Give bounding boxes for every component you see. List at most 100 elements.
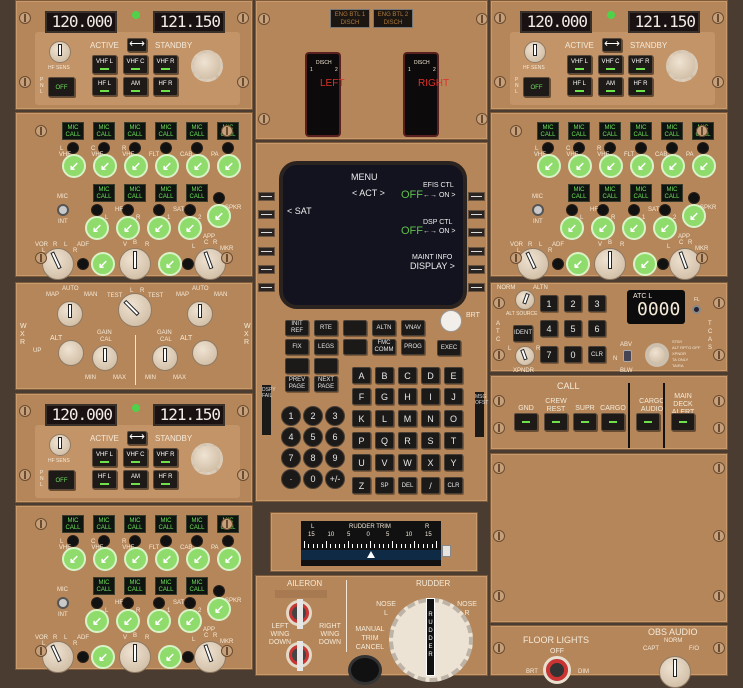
line-select-key-right[interactable] [468, 228, 485, 237]
jack-icon[interactable] [91, 204, 103, 216]
vor-adf-selector[interactable] [42, 641, 74, 673]
radar-mode-selector-left[interactable] [57, 301, 83, 327]
radio-select-button[interactable]: VHF C [123, 448, 148, 467]
cdu-function-key[interactable]: VNAV [401, 320, 425, 336]
radio-select-button[interactable]: VHF L [92, 448, 117, 467]
cdu-key[interactable]: X [421, 454, 440, 471]
approach-selector[interactable] [669, 248, 701, 280]
cdu-key[interactable]: U [352, 454, 371, 471]
line-select-key-right[interactable] [468, 192, 485, 201]
vhf-nav-selector[interactable] [119, 641, 151, 673]
jack-icon[interactable] [688, 192, 700, 204]
receiver-volume-knob[interactable]: ↙ [155, 547, 179, 571]
cdu-key[interactable]: G [375, 388, 394, 405]
radio-select-button[interactable]: AM [123, 470, 148, 489]
receiver-volume-knob[interactable]: ↙ [591, 216, 615, 240]
receiver-volume-knob[interactable]: ↙ [599, 154, 623, 178]
call-button[interactable] [573, 413, 597, 431]
radio-select-button[interactable]: VHF C [123, 55, 148, 74]
cdu-key[interactable]: D [421, 367, 440, 384]
receiver-volume-knob[interactable]: ↙ [178, 216, 202, 240]
jack-icon[interactable] [153, 204, 165, 216]
call-button[interactable] [601, 413, 625, 431]
jack-icon[interactable] [182, 258, 194, 270]
jack-icon[interactable] [129, 535, 141, 547]
cdu-key[interactable]: W [398, 454, 417, 471]
receiver-volume-knob[interactable]: ↙ [178, 609, 202, 633]
cdu-key[interactable]: K [352, 410, 371, 427]
jack-icon[interactable] [184, 597, 196, 609]
cdu-key[interactable]: R [398, 432, 417, 449]
receiver-volume-knob[interactable]: ↙ [217, 547, 241, 571]
line-select-key-left[interactable] [258, 210, 275, 219]
receiver-volume-knob[interactable]: ↙ [85, 609, 109, 633]
radio-select-button[interactable]: AM [598, 77, 623, 96]
cdu-key[interactable]: H [398, 388, 417, 405]
jack-icon[interactable] [67, 142, 79, 154]
vhf-nav-selector[interactable] [119, 248, 151, 280]
cdu-key[interactable]: L [375, 410, 394, 427]
radio-select-button[interactable]: HF L [92, 77, 117, 96]
jack-icon[interactable] [213, 192, 225, 204]
transfer-button[interactable]: ⟷ [127, 38, 147, 52]
cdu-function-key[interactable] [314, 358, 338, 374]
nav-volume-knob[interactable]: ↙ [158, 645, 182, 669]
panel-off-button[interactable]: OFF [48, 470, 75, 490]
line-select-key-left[interactable] [258, 228, 275, 237]
cdu-function-key[interactable]: INIT REF [285, 320, 309, 336]
cdu-key[interactable]: B [375, 367, 394, 384]
receiver-volume-knob[interactable]: ↙ [62, 154, 86, 178]
receiver-volume-knob[interactable]: ↙ [661, 154, 685, 178]
jack-icon[interactable] [153, 597, 165, 609]
line-select-key-left[interactable] [258, 192, 275, 201]
line-select-key-left[interactable] [258, 265, 275, 274]
receiver-volume-knob[interactable]: ↙ [186, 547, 210, 571]
cdu-number-key[interactable]: 5 [303, 427, 323, 447]
radar-test-selector[interactable] [118, 293, 152, 327]
transponder-key[interactable]: 1 [540, 295, 558, 312]
altitude-range-switch[interactable] [623, 350, 632, 362]
receiver-volume-knob[interactable]: ↙ [93, 154, 117, 178]
line-select-key-left[interactable] [258, 283, 275, 292]
call-button[interactable] [671, 413, 695, 431]
cdu-function-key[interactable]: FIX [285, 339, 309, 355]
cdu-number-key[interactable]: 0 [303, 469, 323, 489]
vhf-nav-selector[interactable] [594, 248, 626, 280]
jack-icon[interactable] [222, 535, 234, 547]
jack-icon[interactable] [67, 535, 79, 547]
cdu-key[interactable]: DEL [398, 477, 417, 494]
receiver-volume-knob[interactable]: ↙ [147, 609, 171, 633]
receiver-volume-knob[interactable]: ↙ [116, 216, 140, 240]
cdu-function-key[interactable]: FMC COMM [372, 339, 396, 355]
cdu-function-key[interactable]: PREV PAGE [285, 376, 309, 392]
jack-icon[interactable] [122, 597, 134, 609]
manual-trim-cancel-button[interactable] [348, 655, 382, 685]
cdu-key[interactable]: M [398, 410, 417, 427]
approach-selector[interactable] [194, 641, 226, 673]
cdu-number-key[interactable]: 9 [325, 448, 345, 468]
cdu-number-key[interactable]: · [281, 469, 301, 489]
jack-icon[interactable] [77, 651, 89, 663]
cdu-number-key[interactable]: 2 [303, 406, 323, 426]
receiver-volume-knob[interactable]: ↙ [692, 154, 716, 178]
hf-sens-knob[interactable] [524, 41, 546, 63]
radio-select-button[interactable]: VHF L [567, 55, 592, 74]
receiver-volume-knob[interactable]: ↙ [124, 154, 148, 178]
cdu-key[interactable]: CLR [444, 477, 463, 494]
cdu-number-key[interactable]: 6 [325, 427, 345, 447]
jack-icon[interactable] [77, 258, 89, 270]
speaker-volume-knob[interactable]: ↙ [682, 204, 706, 228]
receiver-volume-knob[interactable]: ↙ [217, 154, 241, 178]
radio-select-button[interactable]: VHF C [598, 55, 623, 74]
transponder-key[interactable]: 6 [588, 320, 606, 337]
speaker-volume-knob[interactable]: ↙ [207, 204, 231, 228]
cdu-key[interactable]: F [352, 388, 371, 405]
transponder-selector[interactable] [515, 346, 535, 366]
jack-icon[interactable] [213, 585, 225, 597]
cdu-number-key[interactable]: 1 [281, 406, 301, 426]
cdu-function-key[interactable] [343, 320, 367, 336]
line-select-key-right[interactable] [468, 265, 485, 274]
cdu-key[interactable]: J [444, 388, 463, 405]
radio-select-button[interactable]: HF R [153, 77, 178, 96]
